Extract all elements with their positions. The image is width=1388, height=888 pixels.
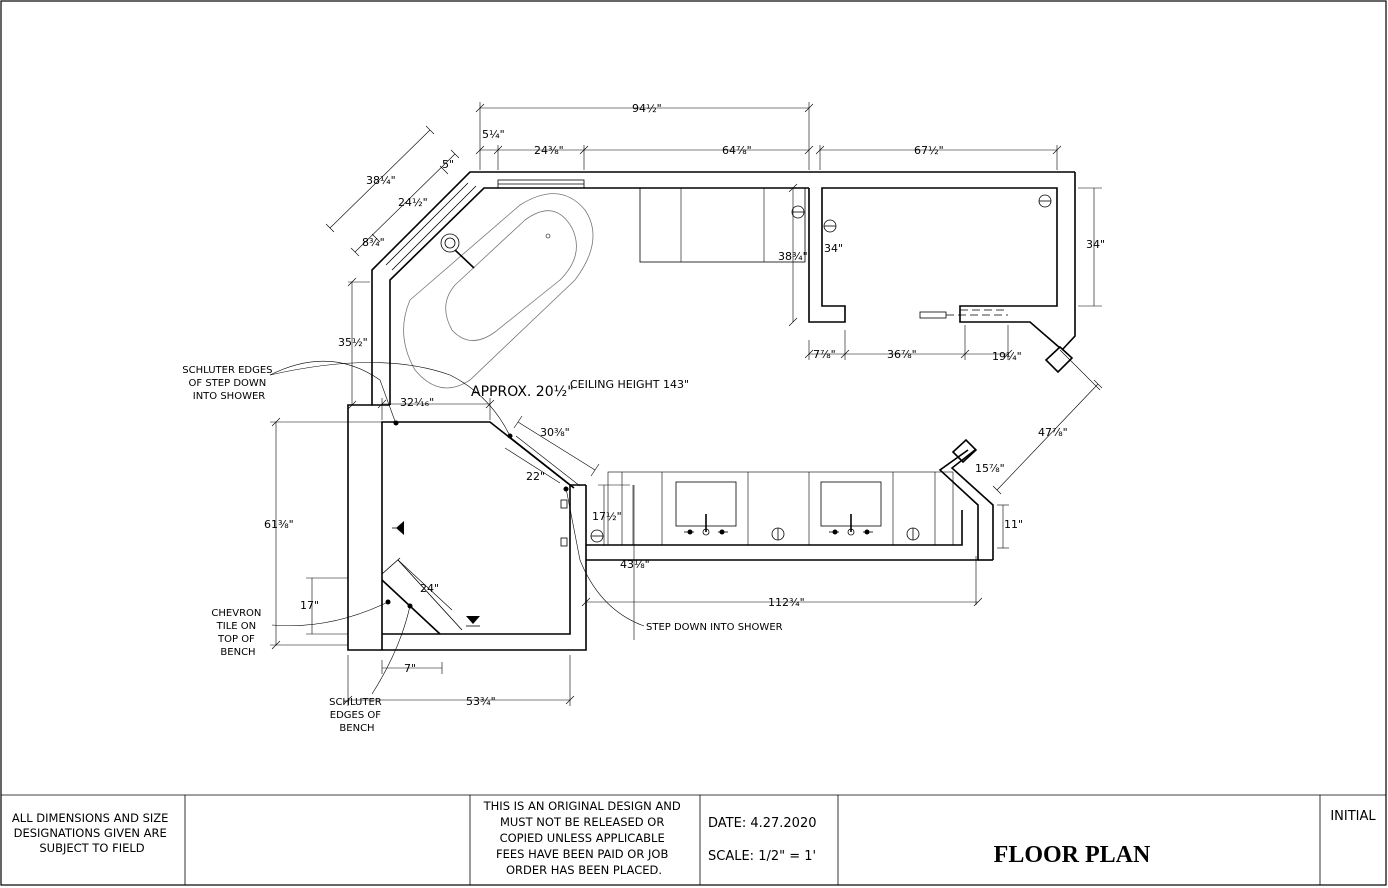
dim-bench-7: 7": [404, 662, 416, 675]
dim-bench-left: 38¾": [778, 250, 808, 263]
dim-bottom-19: 19¼": [992, 350, 1022, 363]
dim-bottom-36: 36⅞": [887, 348, 917, 361]
initial-label: INITIAL: [1330, 809, 1376, 824]
dim-vanity-43: 43⅛": [620, 558, 650, 571]
title-block: ALL DIMENSIONS AND SIZE DESIGNATIONS GIV…: [1, 794, 1386, 885]
copyright-text: THIS IS AN ORIGINAL DESIGN AND MUST NOT …: [483, 799, 685, 877]
dim-vanity-run: 64⅞": [722, 144, 752, 157]
note-schluter-step: SCHLUTER EDGES OF STEP DOWN INTO SHOWER: [182, 365, 275, 402]
dim-angled-5: 5": [442, 158, 454, 171]
dimension-lines: [270, 102, 1103, 706]
bench-cabinet: [639, 187, 806, 263]
dim-wall-left: 35½": [338, 336, 368, 349]
faucet-right-icon: [829, 514, 873, 536]
dim-bench-24: 24": [420, 582, 439, 595]
scale-label: SCALE: 1/2" = 1': [708, 849, 816, 864]
dim-bench-17: 17": [300, 599, 319, 612]
dim-angled-window: 24½": [398, 196, 428, 209]
approx-label: APPROX. 20½": [471, 384, 574, 400]
date-label: DATE: 4.27.2020: [708, 816, 817, 831]
dim-short-top: 5¼": [482, 128, 505, 141]
bathtub: [403, 193, 594, 389]
dim-diag-right: 47⅞": [1038, 426, 1068, 439]
disclaimer-text: ALL DIMENSIONS AND SIZE DESIGNATIONS GIV…: [12, 811, 172, 855]
ceiling-height-label: CEILING HEIGHT 143": [570, 378, 689, 391]
dim-shower-bottom: 53¾": [466, 695, 496, 708]
shower-head-icon: [396, 521, 404, 535]
dim-angled-overall: 38¼": [366, 174, 396, 187]
dim-closet-right: 34": [1086, 238, 1105, 251]
notes: SCHLUTER EDGES OF STEP DOWN INTO SHOWER …: [182, 360, 783, 734]
note-chevron: CHEVRON TILE ON TOP OF BENCH: [211, 608, 264, 658]
tub-filler-icon: [440, 233, 460, 253]
dim-right-11: 11": [1004, 518, 1023, 531]
drawing-title: FLOOR PLAN: [994, 842, 1151, 868]
dim-vanity-112: 112¾": [768, 596, 805, 609]
dim-glass-30: 30⅜": [540, 426, 570, 439]
vanity: [590, 471, 954, 546]
dimension-labels: 94½" 5¼" 24⅜" 64⅞" 67½" 38¼" 5" 24½" 8¾"…: [264, 102, 1105, 708]
dim-glass-22: 22": [526, 470, 545, 483]
note-schluter-bench: SCHLUTER EDGES OF BENCH: [329, 697, 385, 734]
dim-window-width: 24⅜": [534, 144, 564, 157]
dim-angle-15: 15⅞": [975, 462, 1005, 475]
dim-step-17: 17½": [592, 510, 622, 523]
plan-walls: [347, 171, 1076, 651]
dim-shower-top: 32¹⁄₁₆": [400, 396, 434, 409]
shower-drain-icon: [466, 616, 480, 624]
faucet-left-icon: [684, 514, 728, 536]
dim-overall-top: 94½": [632, 102, 662, 115]
dim-shower-left: 61⅜": [264, 518, 294, 531]
note-step-down: STEP DOWN INTO SHOWER: [646, 622, 783, 633]
dim-angled-lower: 8¾": [362, 236, 385, 249]
dim-bottom-7: 7⅞": [813, 348, 836, 361]
dim-closet-left: 34": [824, 242, 843, 255]
closet-fixtures: [823, 194, 1052, 319]
dim-closet-width: 67½": [914, 144, 944, 157]
